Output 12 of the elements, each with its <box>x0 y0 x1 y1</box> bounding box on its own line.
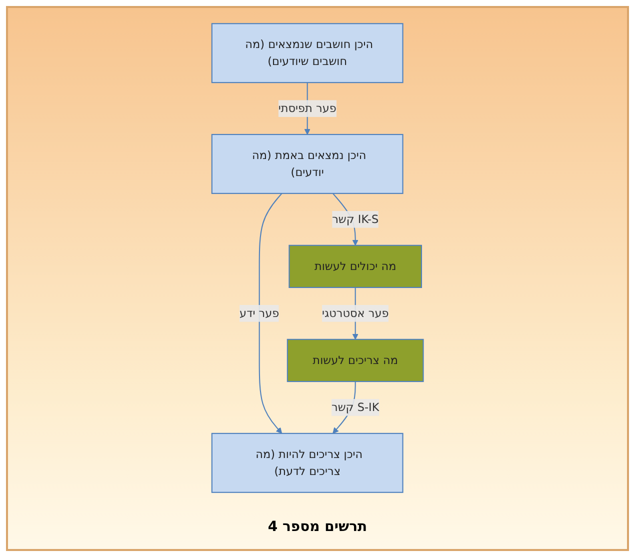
edge-label: פער ידע <box>240 306 280 320</box>
node-box: מה יכולים לעשות <box>289 244 422 288</box>
edge-label: פער תפיסתי <box>278 102 337 115</box>
caption: תרשים מספר 4 <box>268 519 368 535</box>
node-box: מה צריכים לעשות <box>287 338 424 382</box>
node-box: היכן צריכים להיות (מה צריכים לדעת) <box>212 432 404 493</box>
node-box: היכן חושבים שנמצאים (מה חושבים שיודעים) <box>212 23 404 84</box>
arrow <box>259 193 283 434</box>
edge-label: פער אסטרטגי <box>322 306 390 320</box>
node-box: היכן נמצאים באמת (מה יודעים) <box>212 134 404 194</box>
edge-label: קשר IK-S <box>332 212 379 226</box>
edge-label: קשר S-IK <box>332 400 380 414</box>
